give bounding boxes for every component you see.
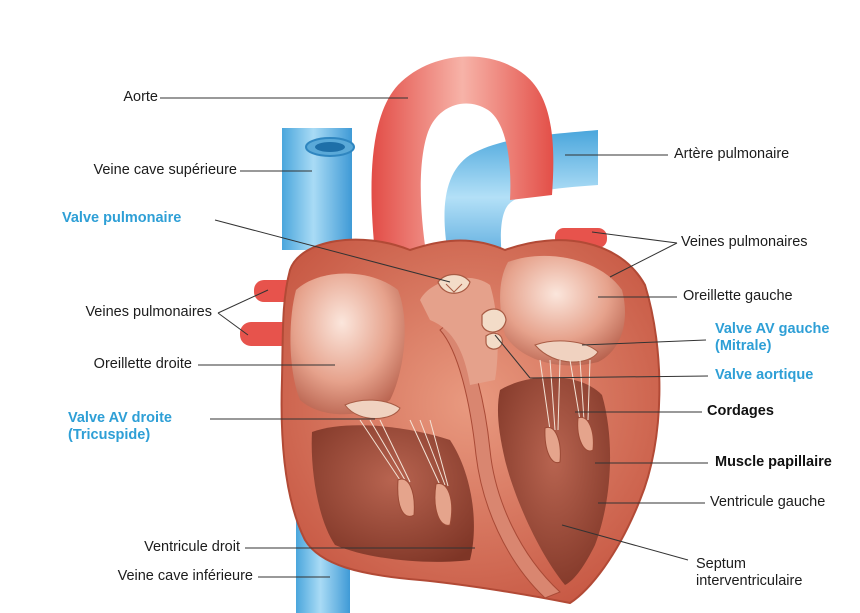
label-oreillette-gauche: Oreillette gauche: [683, 288, 793, 305]
right-atrium-chamber: [290, 274, 404, 415]
label-ventricule-droit: Ventricule droit: [144, 539, 240, 556]
label-artere-pulmonaire: Artère pulmonaire: [674, 146, 789, 163]
label-valve-pulmonaire: Valve pulmonaire: [62, 210, 181, 227]
label-veines-pulmonaires-left: Veines pulmonaires: [85, 304, 212, 321]
label-septum-line2: interventriculaire: [696, 573, 802, 590]
label-valve-aortique: Valve aortique: [715, 367, 813, 384]
label-aorte: Aorte: [123, 89, 158, 106]
label-veine-cave-superieure: Veine cave supérieure: [94, 162, 238, 179]
label-oreillette-droite: Oreillette droite: [94, 356, 192, 373]
label-veines-pulmonaires-right: Veines pulmonaires: [681, 234, 808, 251]
label-muscle-papillaire: Muscle papillaire: [715, 454, 832, 471]
label-valve-av-droite-line1: Valve AV droite: [68, 410, 172, 427]
label-valve-av-gauche: Valve AV gauche (Mitrale): [715, 321, 829, 355]
label-septum: Septum interventriculaire: [696, 556, 802, 590]
label-septum-line1: Septum: [696, 556, 802, 573]
label-valve-av-droite: Valve AV droite (Tricuspide): [68, 410, 172, 444]
label-veine-cave-inferieure: Veine cave inférieure: [118, 568, 253, 585]
label-valve-av-gauche-line1: Valve AV gauche: [715, 321, 829, 338]
label-ventricule-gauche: Ventricule gauche: [710, 494, 825, 511]
superior-vena-cava: [282, 128, 354, 250]
label-valve-av-gauche-line2: (Mitrale): [715, 338, 829, 355]
label-valve-av-droite-line2: (Tricuspide): [68, 427, 172, 444]
label-cordages: Cordages: [707, 403, 774, 420]
